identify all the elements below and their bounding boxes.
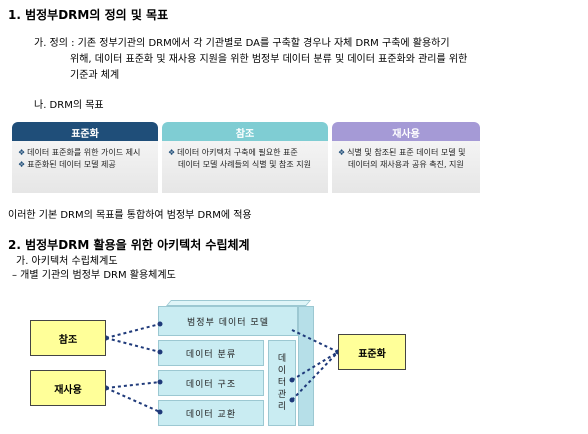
goal-reference-body: ❖데이터 아키텍처 구축에 필요한 표준 데이터 모델 사례들의 식별 및 참조… xyxy=(162,141,328,193)
diamond-bullet-icon: ❖ xyxy=(18,148,26,157)
layer-data-structure: 데이터 구조 xyxy=(158,370,264,396)
node-reuse: 재사용 xyxy=(30,370,106,406)
goal-reuse-header: 재사용 xyxy=(332,122,480,142)
diamond-bullet-icon: ❖ xyxy=(18,160,26,169)
goal-standard-body: ❖데이터 표준화를 위한 가이드 제시 ❖표준화된 데이터 모델 제공 xyxy=(12,141,158,193)
layer-data-exchange: 데이터 교환 xyxy=(158,400,264,426)
definition-line-2: 위해, 데이터 표준화 및 재사용 지원을 위한 범정부 데이터 분류 및 데이… xyxy=(70,54,468,65)
data-management-char: 터 xyxy=(277,378,287,388)
goal-reference-line-2: 데이터 모델 사례들의 식별 및 참조 지원 xyxy=(178,160,312,169)
goal-standard-line-1: 데이터 표준화를 위한 가이드 제시 xyxy=(27,148,141,157)
goal-standard-header: 표준화 xyxy=(12,122,158,142)
section2-sub2: – 개별 기관의 범정부 DRM 활용체계도 xyxy=(12,270,176,281)
data-management-column: 데 이 터 관 리 xyxy=(268,340,296,426)
goal-reuse-line-2: 데이터의 재사용과 공유 촉진, 지원 xyxy=(348,160,464,169)
section2-sub1: 가. 아키텍처 수립체계도 xyxy=(16,256,118,267)
diamond-bullet-icon: ❖ xyxy=(338,148,346,157)
goal-reference-line-1: 데이터 아키텍처 구축에 필요한 표준 xyxy=(177,148,298,157)
section1-title: 1. 범정부DRM의 정의 및 목표 xyxy=(8,8,169,22)
section2-title: 2. 범정부DRM 활용을 위한 아키텍처 수립체계 xyxy=(8,238,250,252)
goal-reuse-line-1: 식별 및 참조된 표준 데이터 모델 및 xyxy=(347,148,466,157)
data-management-char: 이 xyxy=(277,366,287,376)
node-reference: 참조 xyxy=(30,320,106,356)
data-management-char: 리 xyxy=(277,402,287,412)
goal-standard-line-2: 표준화된 데이터 모델 제공 xyxy=(27,160,116,169)
layer-data-classification: 데이터 분류 xyxy=(158,340,264,366)
data-management-char: 데 xyxy=(277,354,287,364)
goals-summary: 이러한 기본 DRM의 목표를 통합하여 범정부 DRM에 적용 xyxy=(8,210,252,221)
definition-line-3: 기준과 체계 xyxy=(70,70,120,81)
layer-government-data-model: 범정부 데이터 모델 xyxy=(158,306,298,336)
data-management-char: 관 xyxy=(277,390,287,400)
definition-line-1: 가. 정의 : 기존 정부기관의 DRM에서 각 기관별로 DA를 구축할 경우… xyxy=(34,38,450,49)
goal-reuse-body: ❖식별 및 참조된 표준 데이터 모델 및 데이터의 재사용과 공유 촉진, 지… xyxy=(332,141,480,193)
node-standardization: 표준화 xyxy=(338,334,406,370)
diamond-bullet-icon: ❖ xyxy=(168,148,176,157)
goal-reference-header: 참조 xyxy=(162,122,328,142)
goals-heading: 나. DRM의 목표 xyxy=(34,100,104,111)
